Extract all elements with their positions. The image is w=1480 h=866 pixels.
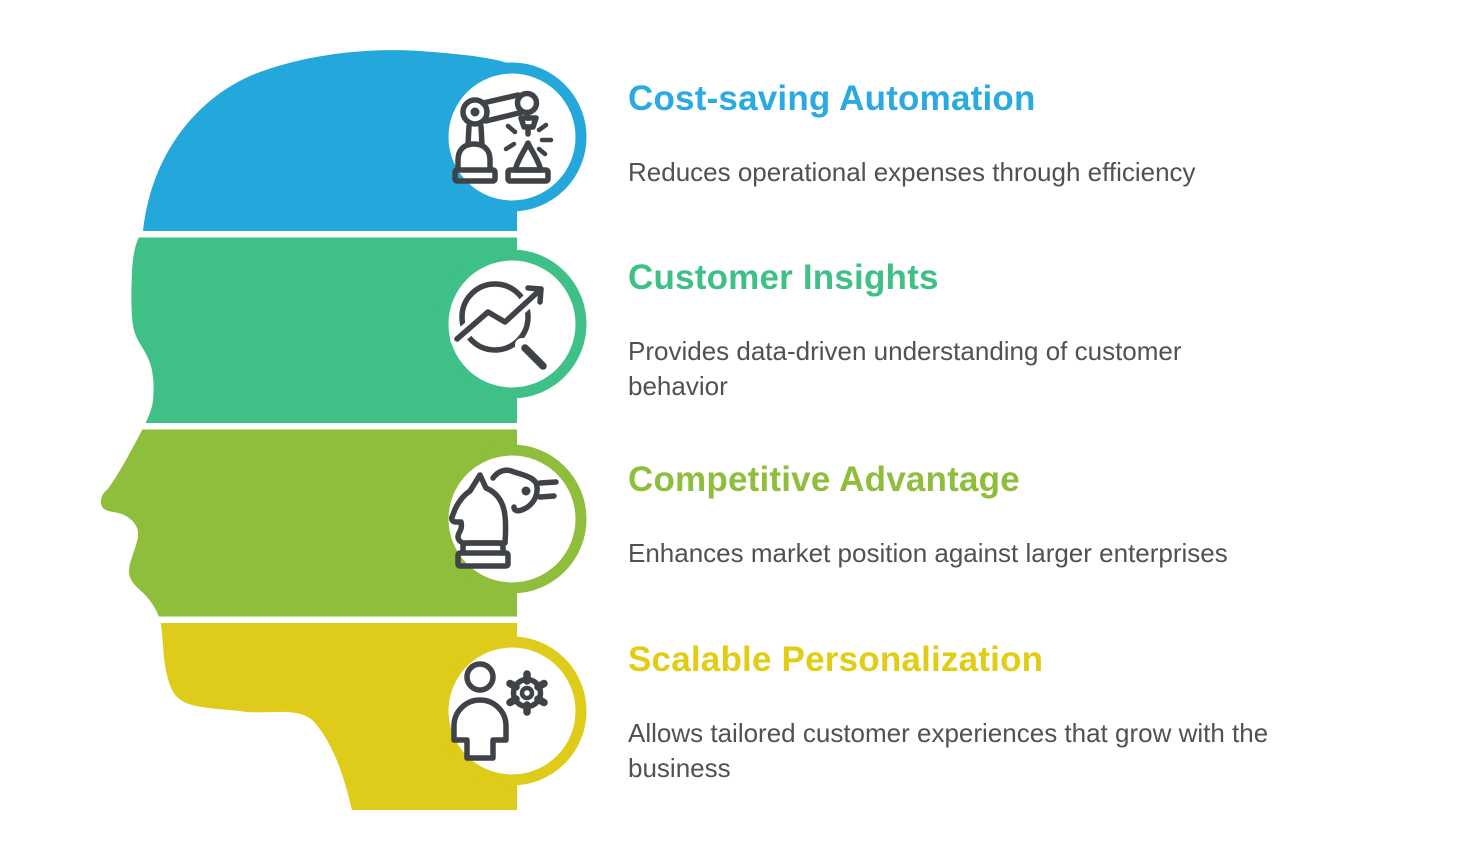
- section-cost-saving-automation: Cost-saving Automation Reduces operation…: [628, 81, 1428, 190]
- magnifier-trend-icon: [450, 281, 553, 375]
- description-line: Allows tailored customer experiences tha…: [628, 718, 1269, 748]
- section-title: Cost-saving Automation: [628, 79, 1036, 118]
- person-gear-icon: [451, 661, 548, 761]
- description-line: Provides data-driven understanding of cu…: [628, 336, 1182, 366]
- icon-circle-cost-saving-automation: [437, 62, 587, 212]
- section-description: Reduces operational expenses through eff…: [628, 155, 1428, 190]
- description-line: behavior: [628, 371, 728, 401]
- description-line: Reduces operational expenses through eff…: [628, 157, 1196, 187]
- section-competitive-advantage: Competitive Advantage Enhances market po…: [628, 462, 1428, 571]
- description-line: Enhances market position against larger …: [628, 538, 1228, 568]
- section-title: Competitive Advantage: [628, 460, 1020, 499]
- section-description: Enhances market position against larger …: [628, 536, 1428, 571]
- robot-arm-icon: [452, 90, 554, 184]
- section-title: Scalable Personalization: [628, 640, 1044, 679]
- icon-circle-scalable-personalization: [437, 636, 587, 786]
- section-description: Provides data-driven understanding of cu…: [628, 334, 1428, 404]
- section-title: Customer Insights: [628, 258, 939, 297]
- section-description: Allows tailored customer experiences tha…: [628, 716, 1428, 786]
- description-line: business: [628, 753, 731, 783]
- section-customer-insights: Customer Insights Provides data-driven u…: [628, 260, 1428, 404]
- chess-knight-icon: [449, 467, 559, 569]
- section-scalable-personalization: Scalable Personalization Allows tailored…: [628, 642, 1428, 786]
